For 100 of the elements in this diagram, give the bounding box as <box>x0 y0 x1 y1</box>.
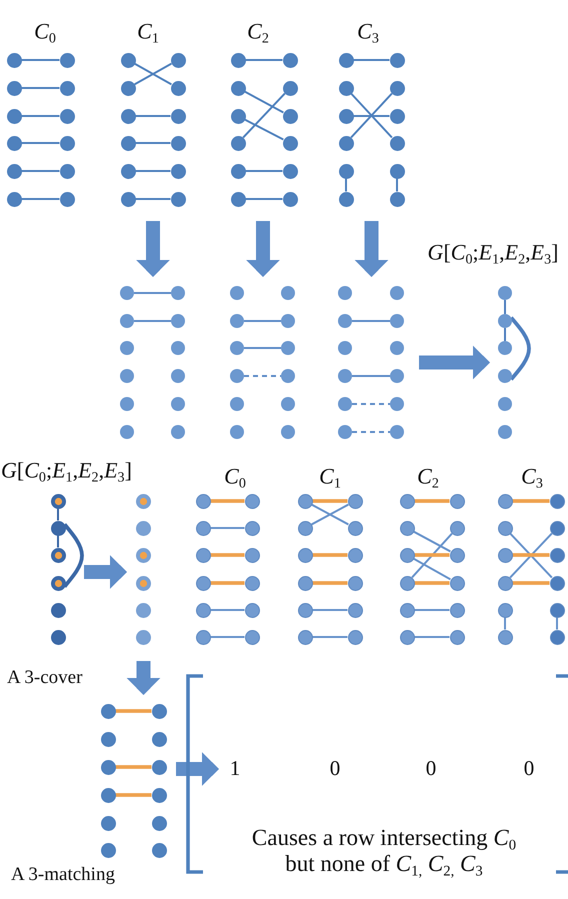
highlighted-edge-line <box>414 581 450 585</box>
vertex-dot <box>498 314 512 328</box>
vertex-dot <box>282 192 298 206</box>
graph-label: C$_{2}$ <box>247 18 269 44</box>
block-arrow <box>136 221 170 277</box>
crossing-edges <box>509 532 553 579</box>
vertex-dot <box>60 52 74 68</box>
vertex-dot <box>120 164 136 178</box>
vertex-dot <box>550 602 564 618</box>
edge-line <box>22 142 60 144</box>
highlighted-edge-line <box>116 709 152 713</box>
vertex-dot <box>196 630 210 644</box>
block-arrow <box>354 221 388 277</box>
curved-edge-line <box>510 316 531 381</box>
vertex-dot <box>282 108 298 124</box>
vertex-dot <box>450 548 464 562</box>
vertex-dot <box>50 602 66 618</box>
vertex-dot <box>244 548 260 562</box>
vertex-dot <box>282 164 298 178</box>
vertex-dot <box>120 52 136 68</box>
vertex-dot <box>281 341 295 355</box>
vertex-dot <box>338 314 352 328</box>
vertex-dot <box>390 108 404 124</box>
vertex-dot <box>120 397 134 411</box>
vertex-dot <box>498 286 512 300</box>
vertex-dot <box>196 520 210 536</box>
vertex-dot <box>298 630 312 644</box>
matrix-entry: 0 <box>330 756 340 780</box>
graph-label: C$_{3}$ <box>357 18 379 44</box>
vertex-dot <box>498 548 512 562</box>
vertex-dot <box>170 52 186 68</box>
vertex-dot <box>120 314 134 328</box>
vertex-dot <box>550 494 564 508</box>
vertex-dot <box>120 192 136 206</box>
vertex-dot <box>498 494 512 508</box>
edge-line <box>345 178 347 192</box>
vertex-dot <box>152 816 166 830</box>
vertex-dot <box>550 548 564 562</box>
edge-line <box>244 90 284 114</box>
vertex-dot <box>120 136 136 150</box>
marked-vertex-dot <box>50 576 66 590</box>
vertex-dot <box>230 314 244 328</box>
edge-line <box>134 320 171 322</box>
matrix-entry: 1 <box>230 756 240 780</box>
vertex-dot <box>282 52 298 68</box>
vertex-dot <box>171 369 185 383</box>
vertex-dot <box>281 286 295 300</box>
graph-label: C$_{0}$ <box>224 463 246 489</box>
vertex-dot <box>348 630 362 644</box>
edge-line <box>22 198 60 200</box>
edge-line <box>210 527 244 529</box>
edge-line <box>504 618 506 630</box>
vertex-dot <box>400 576 414 590</box>
vertex-dot <box>550 630 564 644</box>
edge-line <box>312 609 348 611</box>
vertex-dot <box>450 576 464 590</box>
vertex-dot <box>550 520 564 536</box>
block-arrow <box>126 661 160 695</box>
vertex-dot <box>60 164 74 178</box>
highlighted-edge-line <box>210 553 244 557</box>
vertex-dot <box>348 520 362 536</box>
edge-line <box>414 609 450 611</box>
vertex-dot <box>390 369 404 383</box>
edge-line <box>57 508 59 520</box>
dashed-edge-line <box>352 403 390 405</box>
edge-line <box>244 320 281 322</box>
highlighted-edge-line <box>312 553 348 557</box>
graph-label: C$_{1}$ <box>137 18 159 44</box>
marked-vertex-dot <box>50 548 66 562</box>
vertex-dot <box>498 630 512 644</box>
vertex-dot <box>338 80 354 96</box>
vertex-dot <box>498 602 512 618</box>
vertex-dot <box>244 630 260 644</box>
vertex-dot <box>281 369 295 383</box>
vertex-dot <box>152 788 166 802</box>
highlighted-edge-line <box>414 553 450 557</box>
vertex-dot <box>298 548 312 562</box>
marked-vertex-dot <box>136 494 150 508</box>
vertex-dot <box>450 630 464 644</box>
matrix-entry: 0 <box>524 756 534 780</box>
vertex-dot <box>498 341 512 355</box>
vertex-dot <box>338 286 352 300</box>
vertex-dot <box>281 314 295 328</box>
vertex-dot <box>152 842 166 858</box>
vertex-dot <box>400 494 414 508</box>
vertex-dot <box>171 425 185 439</box>
vertex-dot <box>152 760 166 774</box>
vertex-dot <box>348 576 362 590</box>
vertex-dot <box>170 108 186 124</box>
highlighted-edge-line <box>512 499 550 503</box>
vertex-dot <box>281 425 295 439</box>
dashed-edge-line <box>352 431 390 433</box>
edge-line <box>504 328 506 341</box>
vertex-dot <box>120 341 134 355</box>
edge-line <box>352 375 390 377</box>
vertex-dot <box>230 136 246 150</box>
vertex-dot <box>230 80 246 96</box>
crossing-edges <box>134 62 172 86</box>
marked-vertex-dot <box>50 494 66 508</box>
vertex-dot <box>170 192 186 206</box>
